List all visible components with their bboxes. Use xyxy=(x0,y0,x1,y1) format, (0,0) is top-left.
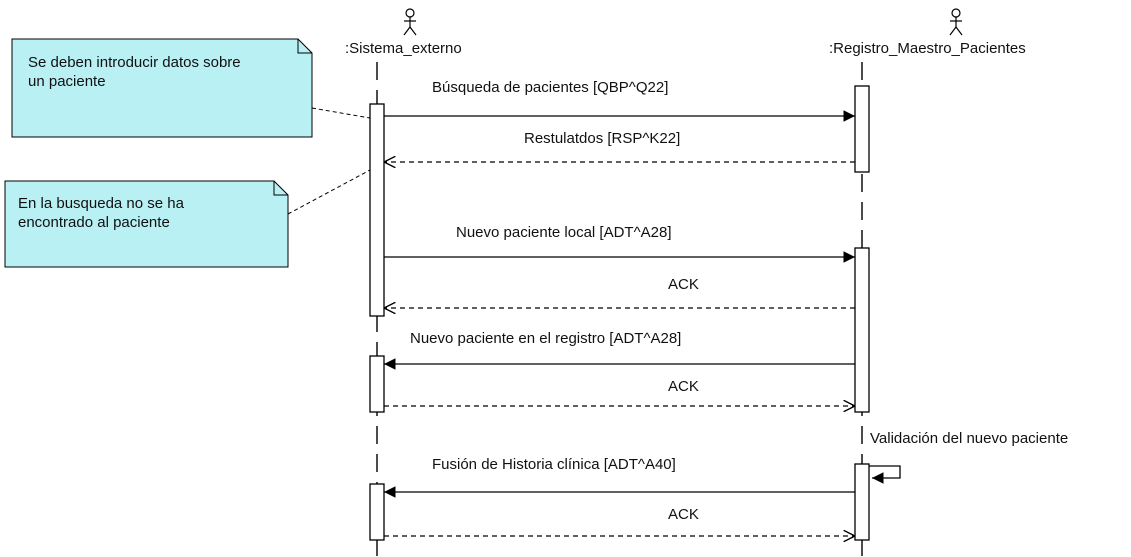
activation-sistema-3 xyxy=(369,483,385,541)
actor-icon-sistema-externo-head xyxy=(405,8,415,18)
message-label-ack-2: ACK xyxy=(668,378,699,395)
activation-sistema-1 xyxy=(369,103,385,317)
note-1 xyxy=(11,38,313,138)
note-1-line-1: Se deben introducir datos sobre xyxy=(28,54,241,71)
note-2-line-2: encontrado al paciente xyxy=(18,214,170,231)
note-2-fold xyxy=(273,181,288,196)
message-label-ack-1: ACK xyxy=(668,276,699,293)
actor-label-registro-maestro-pacientes: :Registro_Maestro_Pacientes xyxy=(829,40,1026,57)
message-label-busqueda-pacientes: Búsqueda de pacientes [QBP^Q22] xyxy=(432,79,669,96)
activation-registro-2 xyxy=(854,247,870,413)
actor-icon-sistema-externo-leg-left xyxy=(403,26,411,36)
actor-icon-registro-maestro-pacientes-leg-right xyxy=(955,26,963,36)
message-label-nuevo-paciente-local: Nuevo paciente local [ADT^A28] xyxy=(456,224,672,241)
note-1-line-2: un paciente xyxy=(28,73,106,90)
message-label-ack-3: ACK xyxy=(668,506,699,523)
note-1-fold xyxy=(297,39,312,54)
actor-icon-sistema-externo-leg-right xyxy=(409,26,417,36)
activation-registro-1 xyxy=(854,85,870,173)
activation-registro-3 xyxy=(854,463,870,541)
message-label-fusion-historia: Fusión de Historia clínica [ADT^A40] xyxy=(432,456,676,473)
activation-sistema-2 xyxy=(369,355,385,413)
note-2-connector xyxy=(287,169,371,215)
actor-icon-registro-maestro-pacientes xyxy=(949,8,963,36)
message-label-nuevo-paciente-registro: Nuevo paciente en el registro [ADT^A28] xyxy=(410,330,682,347)
note-2-line-1: En la busqueda no se ha xyxy=(18,195,184,212)
actor-icon-registro-maestro-pacientes-leg-left xyxy=(949,26,957,36)
actor-icon-sistema-externo xyxy=(403,8,417,36)
actor-icon-registro-maestro-pacientes-head xyxy=(951,8,961,18)
message-label-validacion: Validación del nuevo paciente xyxy=(870,430,1069,447)
note-2 xyxy=(4,180,289,268)
message-label-resultados: Restulatdos [RSP^K22] xyxy=(524,130,681,147)
note-1-connector xyxy=(311,107,371,119)
actor-label-sistema-externo: :Sistema_externo xyxy=(345,40,462,57)
message-validacion-self xyxy=(869,465,901,484)
